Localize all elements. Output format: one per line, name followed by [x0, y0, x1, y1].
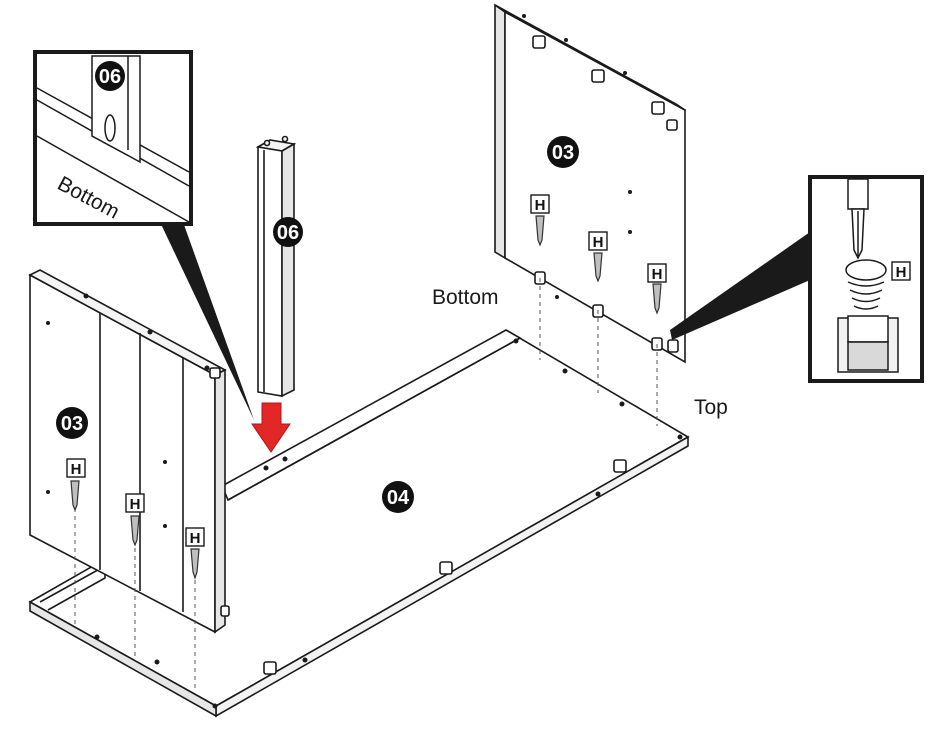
panel-bottom-label: Bottom	[432, 286, 499, 309]
part-badge-left-panel	[56, 407, 88, 439]
hardware-tag-h	[66, 458, 86, 478]
screwdriver-icon	[847, 178, 869, 260]
hardware-letter: H	[652, 266, 663, 283]
hardware-tag-h	[185, 527, 205, 547]
hardware-tag-h	[647, 263, 667, 283]
part-number-left-panel: 03	[61, 413, 83, 435]
panel-top-label: Top	[694, 396, 728, 419]
hardware-tag-h	[891, 261, 911, 281]
right-side-panel	[494, 3, 686, 364]
hardware-tag-h	[588, 231, 608, 251]
hardware-letter: H	[593, 234, 604, 251]
cam-bolt-icon	[263, 459, 627, 675]
detail-callout-post-bottom	[33, 50, 254, 420]
part-badge-post	[273, 217, 303, 247]
part-number-post: 06	[277, 222, 299, 244]
part-number-detail-post: 06	[99, 66, 121, 88]
hardware-letter: H	[896, 264, 907, 281]
hardware-letter: H	[130, 496, 141, 513]
hardware-tag-h	[125, 493, 145, 513]
hardware-letter: H	[71, 461, 82, 478]
part-number-right-panel: 03	[552, 142, 574, 164]
detail-callout-screw	[670, 175, 924, 383]
screw-icon	[837, 259, 899, 373]
down-arrow-icon	[251, 402, 291, 453]
hardware-tag-h	[530, 194, 550, 214]
screw-guides	[74, 278, 658, 690]
detail-post-number-badge	[95, 61, 125, 91]
hardware-letter: H	[535, 197, 546, 214]
left-side-panel	[28, 269, 230, 634]
part-number-bottom-panel: 04	[387, 487, 410, 509]
screw-icon	[70, 215, 662, 580]
part-badge-right-panel	[547, 136, 579, 168]
post	[255, 135, 297, 398]
part-badge-bottom-panel	[382, 481, 414, 513]
hardware-letter: H	[190, 530, 201, 547]
